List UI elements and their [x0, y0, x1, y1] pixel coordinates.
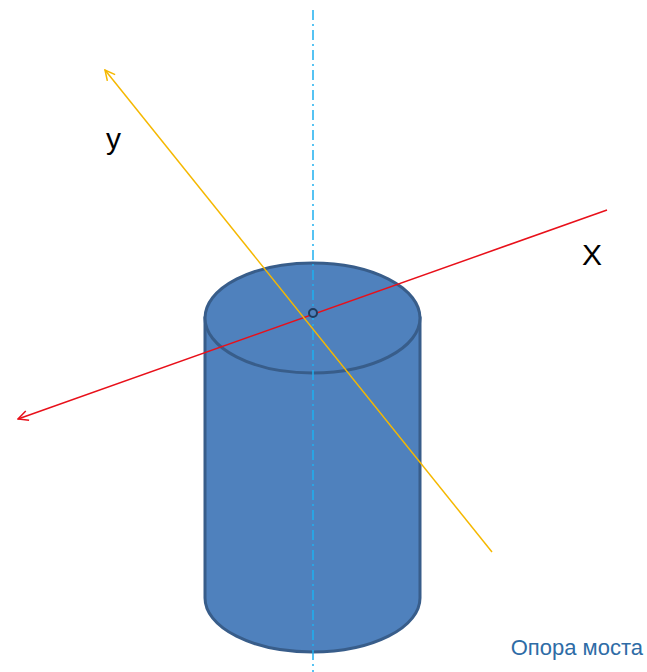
y-axis	[105, 70, 492, 552]
part-name: Опора моста	[511, 637, 643, 659]
vertical-axis	[312, 10, 314, 672]
axis-label: X	[582, 240, 602, 270]
x-axis	[18, 210, 607, 419]
axis-label: y	[106, 124, 121, 154]
axis-origin	[309, 309, 317, 317]
